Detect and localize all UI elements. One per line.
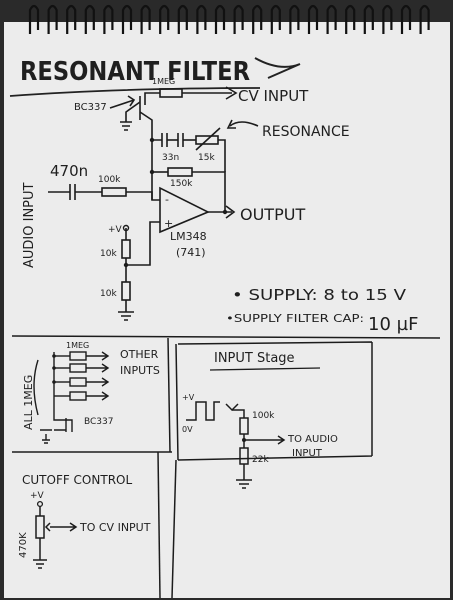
- spiral-ring: [84, 4, 95, 34]
- junction-dot: [52, 354, 56, 358]
- spiral-ring: [307, 4, 319, 34]
- junction-dot: [52, 380, 56, 384]
- spiral-binding: [28, 4, 430, 34]
- label-input-stage-22k: 22k: [252, 455, 269, 465]
- paper-sheet: [4, 22, 450, 598]
- bc337-arrow: [109, 95, 136, 109]
- spiral-ring: [382, 4, 393, 34]
- label-33n: 33n: [162, 153, 179, 163]
- label-input-stage-0v: 0V: [182, 425, 193, 434]
- spiral-ring: [400, 4, 412, 34]
- label-1meg-top: 1MEG: [152, 77, 175, 86]
- spiral-ring: [252, 4, 263, 34]
- label-supply-cap: •SUPPLY FILTER CAP:: [226, 312, 364, 325]
- junction-dot: [242, 438, 246, 442]
- label-150k: 150k: [170, 179, 193, 189]
- label-all-1meg: ALL 1MEG: [22, 375, 35, 430]
- spiral-ring: [214, 4, 226, 34]
- label-10k-a: 10k: [100, 249, 117, 259]
- cutoff-control-wires: [33, 506, 78, 569]
- label-lm348: LM348: [170, 230, 207, 243]
- spiral-ring: [28, 4, 40, 34]
- title-underline: [9, 87, 261, 97]
- spiral-ring: [363, 4, 374, 34]
- label-supply: • SUPPLY: 8 to 15 V: [232, 286, 407, 304]
- label-470k: 470K: [18, 532, 29, 558]
- spiral-ring: [140, 4, 151, 34]
- label-cutoff-plus-v: +V: [30, 491, 45, 501]
- label-15k: 15k: [198, 153, 215, 163]
- junction-dot: [52, 366, 56, 370]
- opamp-minus: -: [165, 193, 169, 206]
- junction-dot: [222, 209, 228, 215]
- spiral-ring: [66, 4, 77, 34]
- label-to-audio-input: INPUT: [292, 448, 323, 459]
- spiral-ring: [326, 4, 337, 34]
- spiral-ring: [177, 4, 188, 34]
- label-audio-input: AUDIO INPUT: [22, 182, 37, 268]
- spiral-ring: [196, 4, 207, 34]
- spiral-ring: [289, 4, 300, 34]
- label-bc337: BC337: [74, 102, 107, 113]
- label-output: OUTPUT: [240, 205, 305, 224]
- cutoff-control-title: CUTOFF CONTROL: [22, 473, 132, 487]
- label-10k-b: 10k: [100, 289, 117, 299]
- label-1meg-inputs: 1MEG: [66, 341, 89, 350]
- main-circuit-wires: [48, 86, 238, 321]
- cutoff-vplus-terminal: [36, 500, 44, 508]
- spiral-ring: [47, 4, 58, 34]
- junction-dot: [149, 137, 155, 143]
- label-470n: 470n: [50, 162, 88, 180]
- input-stage-title: INPUT Stage: [214, 351, 295, 366]
- label-100k: 100k: [98, 175, 121, 185]
- title-swoosh: [254, 57, 301, 79]
- spiral-ring: [121, 4, 133, 34]
- opamp-plus: +: [164, 217, 173, 230]
- label-to-audio: TO AUDIO: [287, 434, 338, 445]
- label-resonance: RESONANCE: [262, 124, 350, 140]
- label-inputs: INPUTS: [120, 364, 160, 377]
- input-stage-underline: [209, 367, 321, 371]
- vplus-terminal: [122, 224, 130, 232]
- input-stage-wires: [186, 401, 286, 489]
- spiral-ring: [233, 4, 244, 34]
- label-input-stage-plus-v: +V: [182, 393, 195, 402]
- label-741: (741): [176, 246, 206, 259]
- spiral-ring: [159, 4, 170, 34]
- label-cv-input: CV INPUT: [238, 87, 309, 105]
- spiral-ring: [270, 4, 281, 34]
- label-supply-cap-value: 10 µF: [368, 314, 418, 335]
- label-to-cv-input: TO CV INPUT: [79, 521, 151, 534]
- label-other: OTHER: [120, 348, 159, 361]
- page-title: RESONANT FILTER: [20, 57, 250, 87]
- spiral-ring: [103, 4, 114, 34]
- label-input-stage-100k: 100k: [252, 411, 275, 421]
- junction-dot: [123, 262, 129, 268]
- resonance-arrow: [226, 119, 259, 129]
- label-bc337-inputs: BC337: [84, 417, 113, 427]
- label-plus-v: +V: [108, 225, 123, 235]
- spiral-ring: [345, 4, 356, 34]
- junction-dot: [149, 169, 155, 175]
- spiral-ring: [419, 4, 430, 34]
- section-dividers: [11, 335, 441, 599]
- other-inputs-wires: [33, 351, 110, 444]
